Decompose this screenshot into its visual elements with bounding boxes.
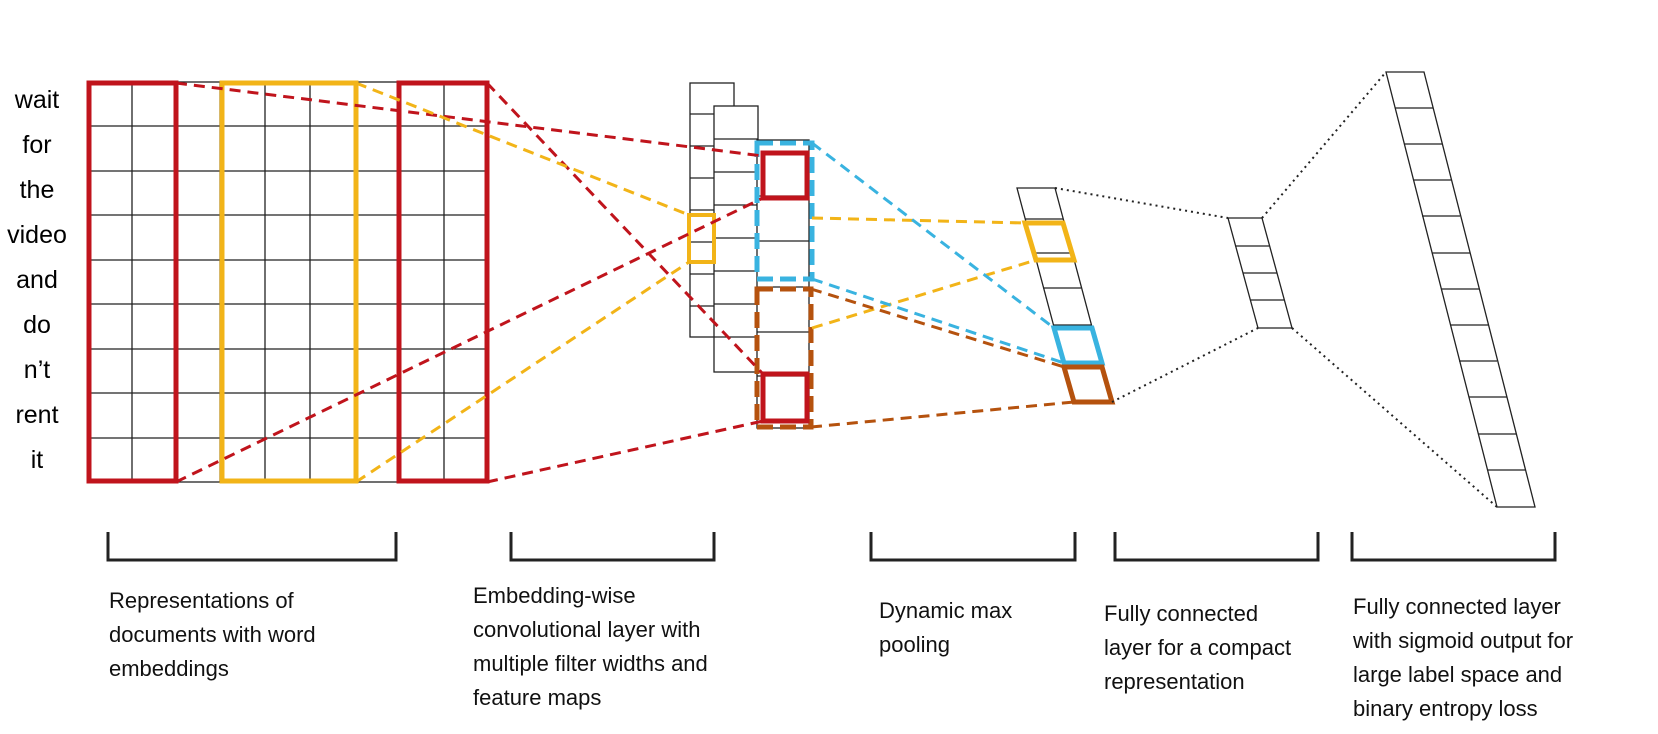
bracket-fc-output [1350, 532, 1557, 562]
caption-conv: Embedding-wise convolutional layer with … [473, 579, 708, 715]
compact-fc-layer [1227, 217, 1293, 329]
caption-fc-output: Fully connected layer with sigmoid outpu… [1353, 590, 1573, 726]
caption-line: Representations of [109, 588, 294, 613]
embedding-to-conv-connections [175, 81, 765, 484]
conv-output-red-top [760, 150, 810, 201]
caption-embeddings: Representations of documents with word e… [109, 584, 316, 686]
conv-output-yellow [687, 213, 716, 264]
filter-window-red-1 [86, 80, 179, 484]
caption-line: documents with word [109, 622, 316, 647]
section-brackets [106, 532, 1557, 562]
caption-line: representation [1104, 669, 1245, 694]
input-word: rent [15, 401, 59, 429]
input-word: the [19, 176, 55, 204]
caption-line: Fully connected layer [1353, 594, 1561, 619]
pooling-to-compact-connections [1054, 187, 1259, 403]
caption-pooling: Dynamic max pooling [879, 594, 1012, 662]
filter-window-yellow [219, 80, 359, 484]
bracket-fc-compact [1113, 532, 1320, 562]
embedding-matrix [87, 81, 489, 483]
output-fc-layer [1385, 71, 1536, 508]
caption-line: feature maps [473, 685, 602, 710]
input-word: do [23, 311, 51, 339]
bracket-pooling [869, 532, 1077, 562]
caption-line: with sigmoid output for [1353, 628, 1574, 653]
conv-to-pooling-connections [810, 141, 1075, 429]
caption-line: embeddings [109, 656, 229, 681]
caption-line: large label space and [1353, 662, 1563, 687]
input-word: for [22, 131, 52, 159]
input-word: wait [14, 86, 60, 114]
caption-line: multiple filter widths and [473, 651, 708, 676]
caption-line: Embedding-wise [473, 583, 636, 608]
pooled-brown-cell [1060, 364, 1116, 405]
caption-line: pooling [879, 632, 950, 657]
conv-group-brown [754, 286, 814, 430]
caption-fc-compact: Fully connected layer for a compact repr… [1104, 597, 1291, 699]
caption-line: convolutional layer with [473, 617, 701, 642]
conv-group-blue [754, 140, 815, 282]
input-word: n’t [23, 356, 51, 384]
caption-line: Fully connected [1104, 601, 1259, 626]
caption-line: layer for a compact [1104, 635, 1292, 660]
feature-map-middle [713, 105, 759, 373]
filter-window-red-2 [396, 80, 490, 484]
bracket-conv [509, 532, 716, 562]
pooled-yellow-cell [1021, 220, 1078, 263]
input-word: it [30, 446, 44, 474]
compact-to-output-connections [1261, 71, 1498, 508]
conv-output-red-bottom [760, 371, 810, 424]
input-word: video [7, 221, 67, 249]
caption-line: Dynamic max [879, 598, 1013, 623]
input-word: and [16, 266, 58, 294]
caption-line: binary entropy loss [1353, 696, 1538, 721]
pooled-blue-cell [1050, 325, 1106, 366]
bracket-embeddings [106, 532, 398, 562]
